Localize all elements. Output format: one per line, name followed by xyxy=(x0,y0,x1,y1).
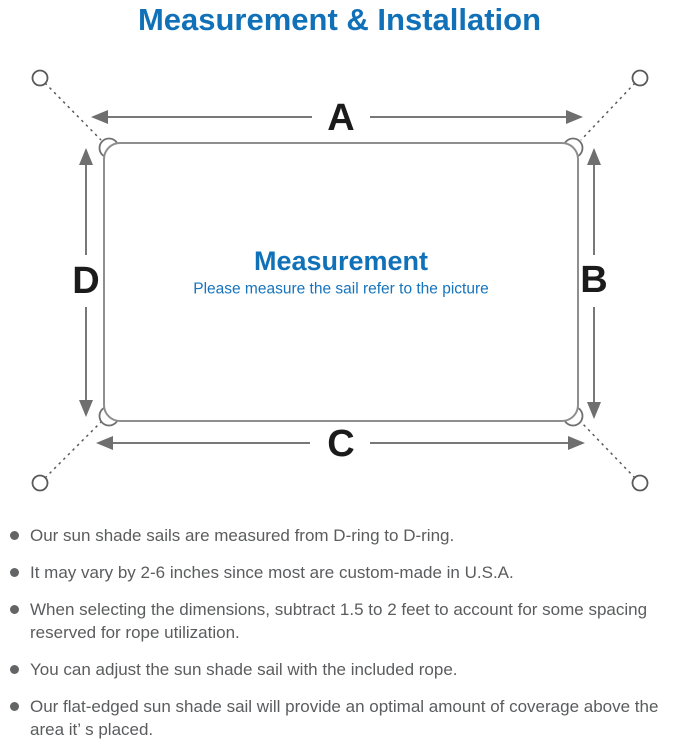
dashed-rope-bottom-left xyxy=(44,421,102,479)
sail-rect xyxy=(103,142,579,422)
bullet-icon xyxy=(10,531,19,540)
diagram-center-title: Measurement xyxy=(254,246,428,276)
note-text: Our flat-edged sun shade sail will provi… xyxy=(30,697,659,739)
dimension-label-d: D xyxy=(72,260,99,302)
sail-diagram-canvas: A B C D Measurement Please measure the s… xyxy=(31,69,649,492)
measurement-diagram: A B C D Measurement Please measure the s… xyxy=(0,40,679,524)
note-text: You can adjust the sun shade sail with t… xyxy=(30,660,458,679)
note-item: When selecting the dimensions, subtract … xyxy=(8,598,674,644)
dimension-label-a: A xyxy=(327,97,354,139)
anchor-point-icon xyxy=(31,69,49,87)
anchor-point-icon xyxy=(31,474,49,492)
diagram-center-subtitle: Please measure the sail refer to the pic… xyxy=(193,281,489,298)
bullet-icon xyxy=(10,665,19,674)
dashed-rope-bottom-right xyxy=(580,421,636,479)
note-text: Our sun shade sails are measured from D-… xyxy=(30,526,455,545)
dashed-rope-top-right xyxy=(580,82,636,141)
page-title: Measurement & Installation xyxy=(137,2,542,37)
note-text: It may vary by 2-6 inches since most are… xyxy=(30,563,514,582)
note-item: Our flat-edged sun shade sail will provi… xyxy=(8,695,674,741)
anchor-point-icon xyxy=(631,69,649,87)
note-item: You can adjust the sun shade sail with t… xyxy=(8,658,674,681)
bullet-icon xyxy=(10,568,19,577)
note-text: When selecting the dimensions, subtract … xyxy=(30,600,648,642)
note-item: Our sun shade sails are measured from D-… xyxy=(8,524,674,547)
bullet-icon xyxy=(10,605,19,614)
measurement-notes-list: Our sun shade sails are measured from D-… xyxy=(8,524,674,755)
dimension-label-b: B xyxy=(580,259,607,301)
dimension-label-c: C xyxy=(327,423,354,465)
dashed-rope-top-left xyxy=(44,82,102,141)
anchor-point-icon xyxy=(631,474,649,492)
bullet-icon xyxy=(10,702,19,711)
note-item: It may vary by 2-6 inches since most are… xyxy=(8,561,674,584)
